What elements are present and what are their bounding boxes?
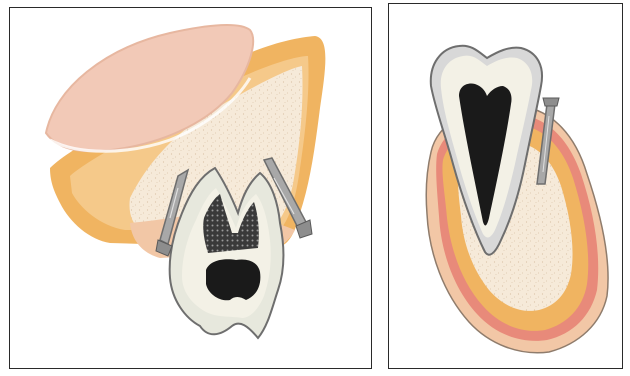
right-panel-incisor-diagram (388, 3, 623, 369)
left-panel-molar-diagram (9, 7, 372, 369)
molar-illustration (10, 8, 372, 369)
pulp-chamber (206, 259, 260, 300)
incisor-illustration (389, 4, 623, 369)
